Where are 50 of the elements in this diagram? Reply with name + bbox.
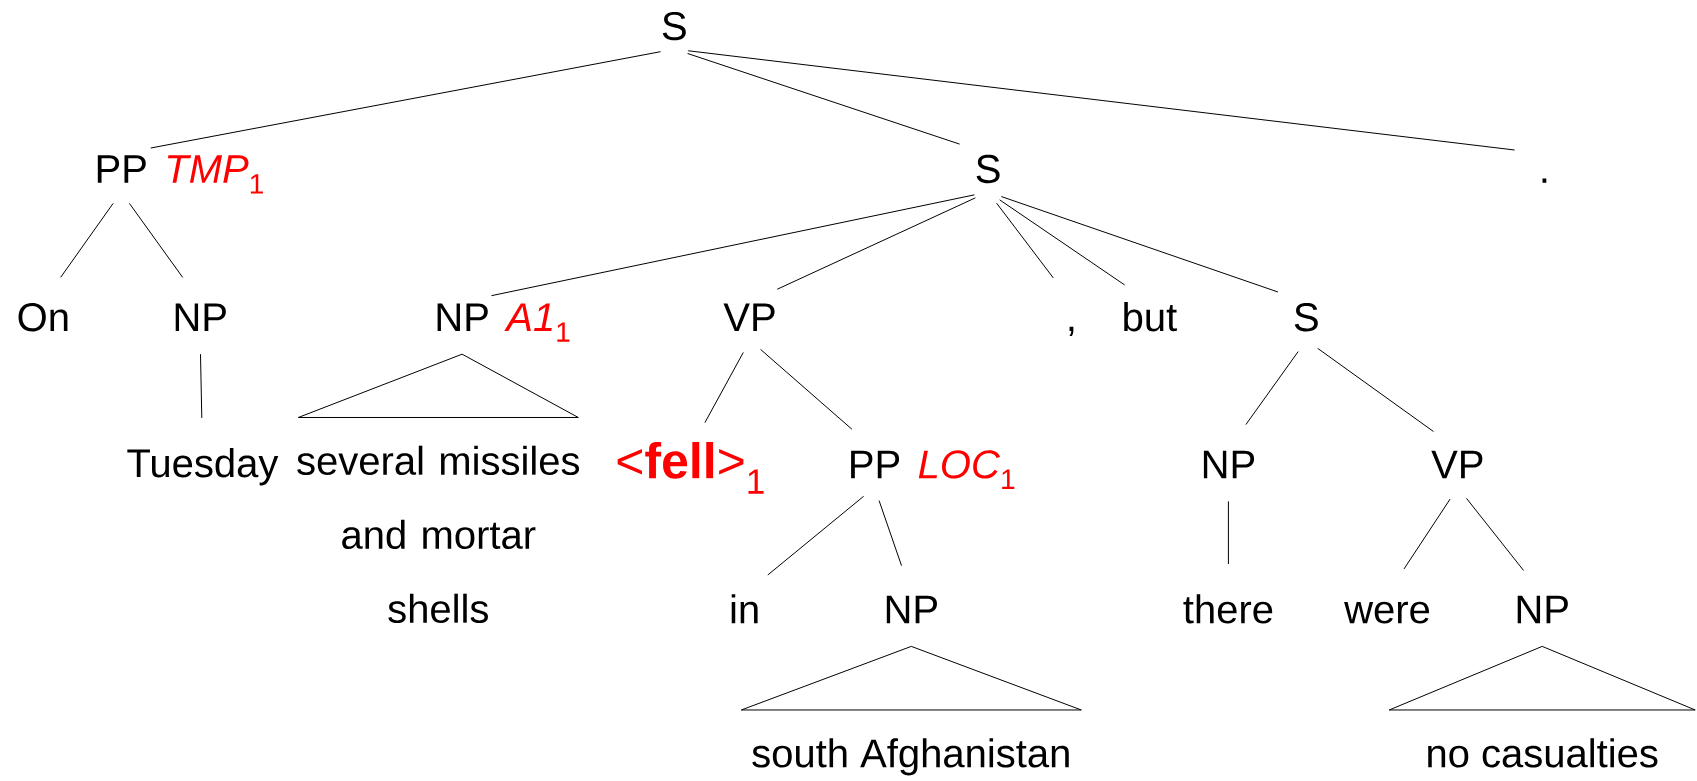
tree-branch: [704, 351, 744, 424]
tree-label: in: [731, 594, 758, 624]
tree-branch: [687, 50, 1516, 151]
tree-branch: [1466, 497, 1525, 571]
roof-triangle: [297, 353, 579, 418]
tree-branch: [60, 202, 114, 278]
tree-branch: [200, 353, 203, 419]
tree-branch: [996, 202, 1054, 279]
tree-label: but: [1124, 302, 1177, 332]
annotation-label: LOC$_{1}$: [918, 450, 1015, 489]
tree-branch: [776, 197, 976, 290]
tree-label: several missiles and mortar shells: [297, 445, 580, 624]
tree-branch: [491, 194, 975, 297]
tree-branch: [687, 53, 961, 145]
annotation-label: A1$_{1}$: [504, 303, 570, 342]
tree-branch: [1403, 498, 1451, 570]
tree-branch: [150, 51, 662, 149]
tree-label: On: [18, 303, 68, 332]
tree-label: S: [976, 154, 1000, 184]
tree-label: ,: [1069, 326, 1074, 337]
tree-label: S: [662, 11, 686, 41]
tree-label: Tuesday: [127, 448, 279, 486]
tree-label: VP: [1431, 450, 1483, 479]
tree-label: PP: [851, 450, 900, 479]
tree-label: NP: [886, 595, 937, 624]
annotation-label: TMP$_{1}$: [167, 155, 263, 194]
tree-branch: [1245, 351, 1299, 426]
tree-label: NP: [1203, 450, 1255, 479]
tree-branch: [878, 500, 902, 567]
roof-triangle: [1388, 645, 1696, 711]
tree-branch: [1317, 347, 1434, 432]
tree-label: S: [1294, 303, 1318, 332]
roof-triangle: [740, 645, 1082, 711]
tree-label: no casualties: [1428, 738, 1658, 768]
tree-label: PP: [97, 155, 146, 183]
tree-label: there: [1183, 594, 1273, 624]
tree-label: NP: [175, 303, 226, 331]
tree-label: NP: [1517, 595, 1568, 624]
tree-label: .: [1542, 178, 1547, 183]
tree-branch: [128, 202, 184, 278]
tree-label: VP: [723, 303, 775, 331]
tree-label: <fell>$_{1}$: [617, 441, 764, 494]
tree-label: NP: [437, 303, 488, 331]
tree-label: south Afghanistan: [752, 738, 1069, 776]
tree-branch: [767, 495, 865, 576]
tree-branch: [1000, 196, 1279, 293]
tree-label: were: [1344, 601, 1430, 624]
tree-branch: [999, 199, 1126, 286]
tree-branch: [1227, 500, 1229, 565]
tree-branch: [760, 348, 853, 430]
